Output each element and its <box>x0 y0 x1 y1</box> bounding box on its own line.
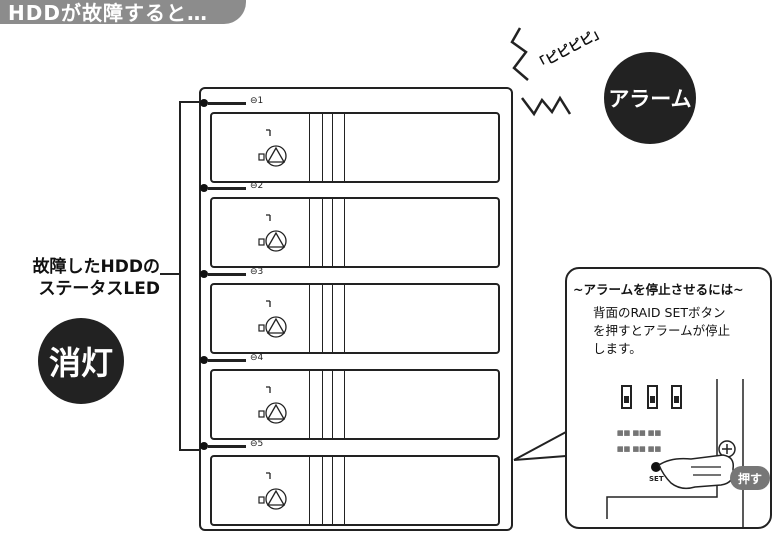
led-off-badge: 消灯 <box>38 318 124 404</box>
status-led-bar <box>208 187 246 190</box>
bay-handle-rail <box>344 285 345 352</box>
bay-handle-rail <box>332 199 333 266</box>
set-button[interactable] <box>651 462 661 472</box>
bay-handle-rail <box>332 371 333 438</box>
status-led-dot <box>200 99 208 107</box>
bay-handle-rail <box>344 457 345 524</box>
bay-handle-rail <box>322 371 323 438</box>
status-led-bar <box>208 102 246 105</box>
bay-handle-rail <box>322 285 323 352</box>
bay-handle-rail <box>309 285 310 352</box>
callout-line <box>160 273 180 275</box>
bay-handle-rail <box>309 114 310 181</box>
beep-waves-icon <box>510 27 572 117</box>
bay-handle-rail <box>332 114 333 181</box>
bay-lock-icon <box>258 472 287 510</box>
alarm-badge: アラーム <box>604 52 696 144</box>
slot-number: 3 <box>257 267 264 277</box>
panel-title: ~アラームを停止させるには~ <box>573 282 744 297</box>
failed-led-line2: ステータスLED <box>38 279 160 299</box>
header-banner <box>0 0 246 24</box>
slot-number-label: ⊖3 <box>250 267 263 277</box>
bay-lock-icon <box>258 214 287 252</box>
bay-handle-rail <box>332 457 333 524</box>
pressing-hand-icon <box>658 454 735 490</box>
slot-number-label: ⊖4 <box>250 353 263 363</box>
drive-bay[interactable] <box>210 197 500 268</box>
dip-switch-2 <box>647 385 658 409</box>
panel-line-1: 背面のRAID SETボタン <box>593 305 726 320</box>
status-led-bar <box>208 445 246 448</box>
port-icons-row-1: ▦▦ ▦▦ ▦▦ <box>617 429 662 437</box>
bay-handle-rail <box>332 285 333 352</box>
slot-number-label: ⊖5 <box>250 439 263 449</box>
status-led-dot <box>200 356 208 364</box>
bay-handle-rail <box>344 371 345 438</box>
led-bracket <box>179 101 201 451</box>
dip-switch-3 <box>671 385 682 409</box>
set-label: SET <box>649 475 664 483</box>
led-off-text: 消灯 <box>48 344 113 382</box>
failed-led-label: 故障したHDDの ステータスLED <box>0 256 160 300</box>
drive-icon: ⊖ <box>250 267 258 277</box>
bay-handle-rail <box>309 199 310 266</box>
drive-bay[interactable] <box>210 283 500 354</box>
drive-bay[interactable] <box>210 112 500 183</box>
slot-number: 4 <box>257 353 264 363</box>
port-icons-row-2: ▦▦ ▦▦ ▦▦ <box>617 445 662 453</box>
failed-led-line1: 故障したHDDの <box>32 257 160 277</box>
drive-icon: ⊖ <box>250 181 258 191</box>
slot-number-label: ⊖1 <box>250 96 263 106</box>
bay-handle-rail <box>309 457 310 524</box>
panel-pointer <box>513 431 567 461</box>
bay-lock-icon <box>258 300 287 338</box>
drive-icon: ⊖ <box>250 439 258 449</box>
panel-line-3: します。 <box>593 341 642 356</box>
bay-lock-icon <box>258 386 287 424</box>
drive-icon: ⊖ <box>250 96 258 106</box>
bay-handle-rail <box>322 457 323 524</box>
bay-lock-icon <box>258 129 287 167</box>
drive-bay[interactable] <box>210 369 500 440</box>
panel-line-2: を押すとアラームが停止 <box>593 323 731 338</box>
panel-instructions: 背面のRAID SETボタン を押すとアラームが停止 します。 <box>593 304 763 358</box>
drive-icon: ⊖ <box>250 353 258 363</box>
slot-number: 1 <box>257 96 264 106</box>
bay-handle-rail <box>309 371 310 438</box>
slot-number: 2 <box>257 181 264 191</box>
alarm-text: アラーム <box>608 87 692 111</box>
drive-bay[interactable] <box>210 455 500 526</box>
bay-handle-rail <box>344 114 345 181</box>
rear-panel-outline <box>606 379 744 527</box>
dip-switch-1 <box>621 385 632 409</box>
status-led-dot <box>200 442 208 450</box>
bay-handle-rail <box>344 199 345 266</box>
status-led-dot <box>200 270 208 278</box>
push-badge: 押す <box>730 466 770 490</box>
bay-handle-rail <box>322 199 323 266</box>
status-led-dot <box>200 184 208 192</box>
slot-number: 5 <box>257 439 264 449</box>
bay-handle-rail <box>322 114 323 181</box>
banner-title: HDDが故障すると… <box>8 1 208 25</box>
slot-number-label: ⊖2 <box>250 181 263 191</box>
status-led-bar <box>208 359 246 362</box>
status-led-bar <box>208 273 246 276</box>
